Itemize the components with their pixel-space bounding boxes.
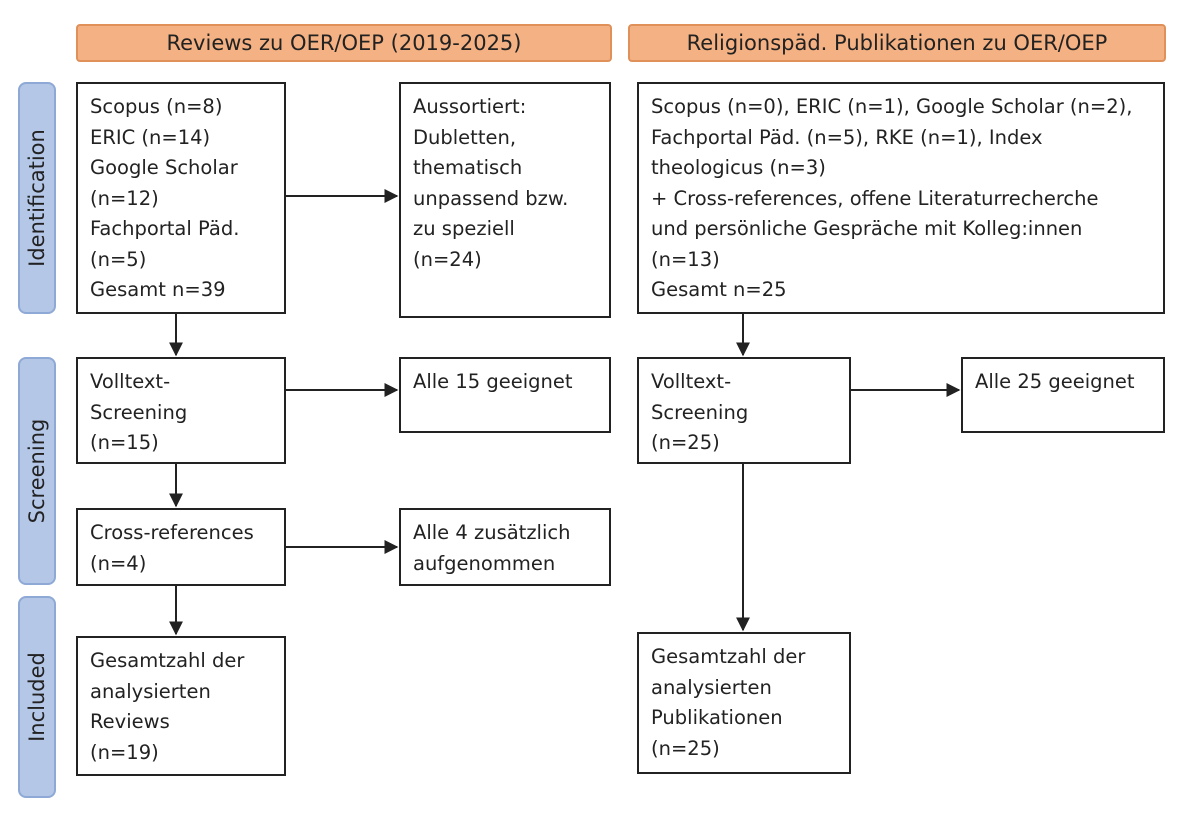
left-total-box: Gesamtzahl der analysierten Reviews (n=1… bbox=[76, 636, 286, 776]
stage-included: Included bbox=[18, 596, 56, 798]
left-fulltext-box: Volltext- Screening (n=15) bbox=[76, 357, 286, 464]
right-fulltext-box: Volltext- Screening (n=25) bbox=[637, 357, 851, 464]
left-fulltext-result-box: Alle 15 geeignet bbox=[399, 357, 611, 433]
right-fulltext-result-box: Alle 25 geeignet bbox=[961, 357, 1165, 433]
left-crossref-box: Cross-references (n=4) bbox=[76, 508, 286, 586]
header-right-label: Religionspäd. Publikationen zu OER/OEP bbox=[686, 31, 1108, 55]
header-right: Religionspäd. Publikationen zu OER/OEP bbox=[628, 24, 1166, 62]
left-excluded-box: Aussortiert: Dubletten, thematisch unpas… bbox=[399, 82, 611, 318]
header-left: Reviews zu OER/OEP (2019-2025) bbox=[76, 24, 612, 62]
right-sources-box: Scopus (n=0), ERIC (n=1), Google Scholar… bbox=[637, 82, 1165, 314]
right-total-box: Gesamtzahl der analysierten Publikatione… bbox=[637, 632, 851, 774]
left-crossref-result-box: Alle 4 zusätzlich aufgenommen bbox=[399, 508, 611, 586]
header-left-label: Reviews zu OER/OEP (2019-2025) bbox=[166, 31, 522, 55]
left-sources-box: Scopus (n=8) ERIC (n=14) Google Scholar … bbox=[76, 82, 286, 314]
stage-identification: Identification bbox=[18, 82, 56, 314]
stage-screening: Screening bbox=[18, 357, 56, 585]
